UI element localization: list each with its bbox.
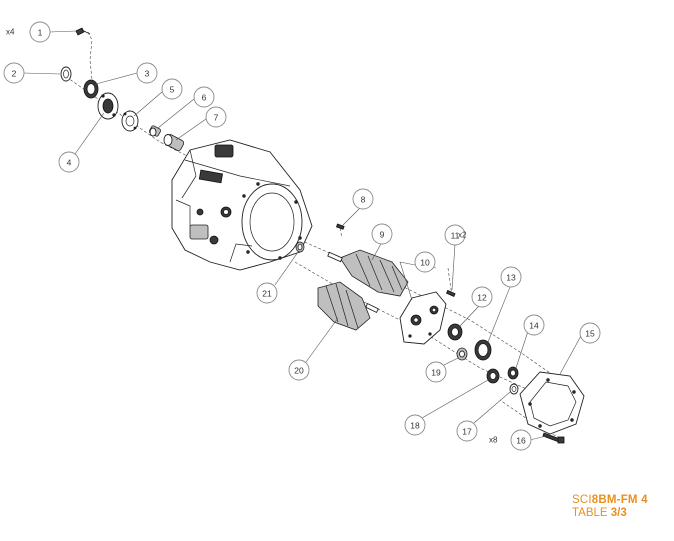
- callout-circle: [161, 78, 183, 100]
- callout-number: 16: [516, 436, 526, 446]
- callout-number: 15: [585, 329, 595, 339]
- callout-number: 18: [410, 421, 420, 431]
- callout-10: 10: [414, 251, 436, 273]
- callout-circle: [352, 188, 374, 210]
- callout-circle: [193, 86, 215, 108]
- callout-4: 4: [58, 151, 80, 173]
- callout-circle: [579, 322, 601, 344]
- callout-circle: [500, 266, 522, 288]
- callout-number: 6: [202, 93, 207, 103]
- callout-circle: [414, 251, 436, 273]
- callout-number: 1: [38, 28, 43, 38]
- part-ring-14: [507, 366, 519, 380]
- callout-15: 15: [579, 322, 601, 344]
- callout-number: 7: [214, 113, 219, 123]
- callout-circle: [523, 314, 545, 336]
- callout-circle: [288, 359, 310, 381]
- callout-circle: [29, 21, 51, 43]
- part-cover-15: [519, 371, 585, 435]
- part-bearing-19: [456, 347, 468, 361]
- part-washer-17: [509, 383, 519, 395]
- callout-number: 12: [477, 293, 487, 303]
- callout-19: 19: [425, 361, 447, 383]
- part-rotor-9: [327, 249, 409, 297]
- part-seal-3: [83, 79, 99, 99]
- callout-number: 4: [67, 158, 72, 168]
- part-washer-2: [60, 66, 72, 82]
- callout-circle: [404, 414, 426, 436]
- callout-circle: [205, 106, 227, 128]
- part-screw-1: [75, 27, 91, 36]
- callout-12: 12: [471, 286, 493, 308]
- callout-1: 1 x4: [6, 21, 51, 43]
- callout-number: 8: [361, 195, 366, 205]
- callout-8: 8: [352, 188, 374, 210]
- leader-lines: [23, 30, 583, 441]
- callout-number: 20: [294, 366, 304, 376]
- callout-number: 2: [12, 69, 17, 79]
- part-housing: [171, 139, 313, 271]
- callout-13: 13: [500, 266, 522, 288]
- part-pin-8: [335, 223, 345, 230]
- drawing-code: SCI8BM-FM 4: [572, 494, 668, 506]
- callout-circle: [256, 282, 278, 304]
- callout-number: 21: [262, 289, 272, 299]
- part-bearing-7: [163, 134, 185, 151]
- callout-9: 9: [371, 223, 393, 245]
- part-endplate-10: [399, 291, 447, 345]
- part-ring-18: [486, 368, 500, 384]
- assembly-axes: [61, 31, 561, 439]
- callout-number: 19: [431, 368, 441, 378]
- callout-17: 17: [456, 420, 478, 442]
- callout-21: 21: [256, 282, 278, 304]
- callout-5: 5: [161, 78, 183, 100]
- part-rotor-20: [317, 281, 379, 331]
- callout-circle: [471, 286, 493, 308]
- callout-number: 13: [506, 273, 516, 283]
- callout-circle: [371, 223, 393, 245]
- callout-16: 16 x8: [489, 429, 532, 451]
- part-bolt-16: [542, 432, 565, 444]
- callout-18: 18: [404, 414, 426, 436]
- table-value: 3/3: [610, 507, 627, 519]
- callout-number: 17: [462, 427, 472, 437]
- part-gasket-5: [121, 110, 139, 132]
- callout-quantity: x4: [6, 28, 15, 37]
- table-reference: TABLE 3/3: [572, 507, 668, 519]
- part-dowel-11: [446, 289, 456, 297]
- callout-2: 2: [3, 62, 25, 84]
- callout-circle: [510, 429, 532, 451]
- callout-number: 9: [380, 230, 385, 240]
- callout-20: 20: [288, 359, 310, 381]
- part-flange-4: [97, 92, 119, 120]
- part-bearing-12: [447, 323, 463, 341]
- callout-7: 7: [205, 106, 227, 128]
- callout-number: 5: [170, 85, 175, 95]
- callout-circle: [444, 224, 466, 246]
- callout-14: 14: [523, 314, 545, 336]
- part-bushing-21: [295, 241, 305, 253]
- callout-circle: [58, 151, 80, 173]
- callout-number: 10: [420, 258, 430, 268]
- callout-circle: [3, 62, 25, 84]
- callout-quantity: x2: [458, 231, 467, 240]
- callout-circle: [456, 420, 478, 442]
- drawing-code-model: 8BM-FM 4: [591, 494, 648, 506]
- part-bushing-6: [149, 125, 161, 137]
- title-block: SCI8BM-FM 4 TABLE 3/3: [572, 494, 668, 519]
- callout-6: 6: [193, 86, 215, 108]
- callout-circle: [425, 361, 447, 383]
- callout-number: 11: [451, 231, 460, 241]
- callout-quantity: x8: [489, 436, 498, 445]
- part-ring-13: [474, 339, 492, 361]
- callout-circle: [136, 62, 158, 84]
- callout-number: 3: [145, 69, 150, 79]
- table-label: TABLE: [572, 507, 608, 519]
- callout-number: 14: [529, 321, 539, 331]
- drawing-code-prefix: SCI: [572, 494, 592, 506]
- callout-3: 3: [136, 62, 158, 84]
